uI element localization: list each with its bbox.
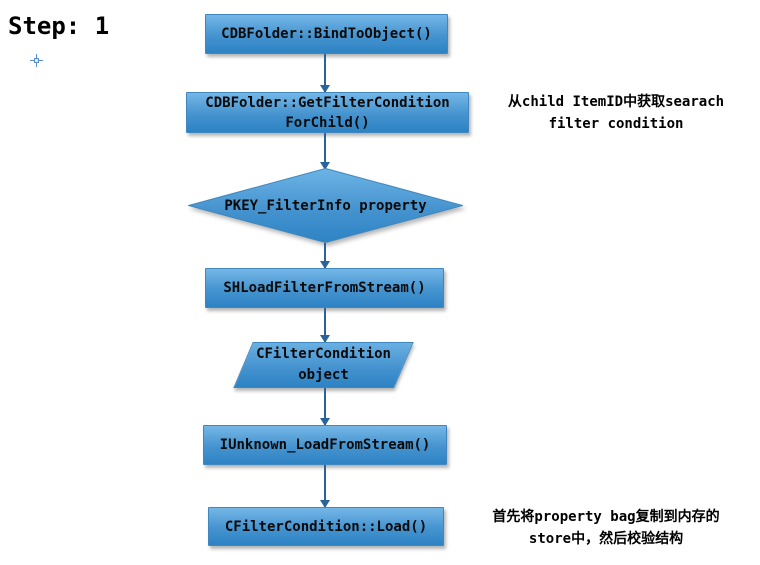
annotation-line: store中，然后校验结构 [528, 531, 684, 547]
annotation-line: 从child ItemID中获取searach [507, 94, 725, 110]
node-label: CFilterCondition object [230, 344, 417, 386]
node-label-line: CFilterCondition [256, 346, 391, 362]
annotation-line: filter condition [548, 116, 684, 132]
flow-arrow-6 [320, 465, 330, 508]
node-label: CDBFolder::GetFilterCondition ForChild() [187, 93, 468, 133]
flow-arrow-3 [320, 243, 330, 269]
node-label-line: CDBFolder::GetFilterCondition [205, 94, 450, 111]
flow-node-iunknown-loadfromstream: IUnknown_LoadFromStream() [203, 425, 447, 465]
node-label: IUnknown_LoadFromStream() [219, 437, 431, 453]
flow-node-shloadfilterfromstream: SHLoadFilterFromStream() [205, 268, 444, 308]
diamond-shape [188, 168, 463, 243]
annotation-copy-property-bag: 首先将property bag复制到内存的 store中，然后校验结构 [456, 506, 756, 550]
crosshair-icon [30, 54, 43, 67]
node-label: PKEY_FilterInfo property [224, 197, 427, 214]
flow-node-bind-to-object: CDBFolder::BindToObject() [205, 14, 448, 54]
flow-node-cfiltercondition-load: CFilterCondition::Load() [208, 507, 444, 546]
flow-arrow-4 [320, 308, 330, 343]
flow-node-pkey-filterinfo-decision: PKEY_FilterInfo property [188, 168, 463, 243]
flow-node-cfiltercondition-object: CFilterCondition object [230, 342, 417, 388]
flow-node-get-filter-condition-for-child: CDBFolder::GetFilterCondition ForChild() [186, 92, 469, 133]
node-label: CDBFolder::BindToObject() [221, 26, 432, 42]
page-title: Step: 1 [8, 12, 110, 40]
node-label: SHLoadFilterFromStream() [223, 280, 426, 296]
node-label-line: ForChild() [285, 114, 370, 131]
annotation-line: 首先将property bag复制到内存的 [492, 509, 720, 525]
node-label-line: object [298, 367, 349, 383]
annotation-get-search-filter: 从child ItemID中获取searach filter condition [478, 91, 754, 135]
flow-arrow-5 [320, 388, 330, 426]
node-label: CFilterCondition::Load() [224, 518, 428, 535]
crosshair-center-square [34, 58, 39, 63]
flow-arrow-1 [320, 54, 330, 93]
flow-arrow-2 [320, 133, 330, 170]
